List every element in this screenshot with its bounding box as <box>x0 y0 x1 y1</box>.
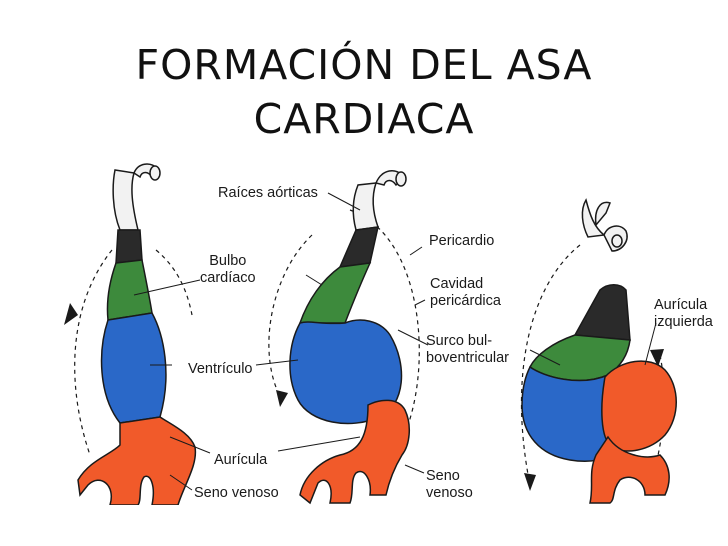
leader-auricula <box>169 436 211 454</box>
leader-auricula-izq <box>644 322 657 366</box>
leader-seno <box>169 474 193 491</box>
bulbus-cordis-segment-2 <box>298 262 372 324</box>
aortic-root-3 <box>352 182 380 231</box>
aortic-root-opening-2 <box>395 171 407 187</box>
title-line-2: CARDIACA <box>253 95 475 143</box>
rotation-arrow-icon-3 <box>524 473 536 491</box>
leader-auricula-2 <box>277 436 361 452</box>
label-auricula: Aurícula <box>214 452 268 468</box>
bulbus-black-band <box>115 229 143 264</box>
leader-surco-3 <box>529 349 561 366</box>
stage-3-heart-loop <box>520 198 677 504</box>
leader-raices <box>327 192 361 211</box>
heart-loop-illustration: Raíces aórticas Bulbo cardíaco Ventrícul… <box>60 155 728 505</box>
ventricle-segment <box>100 312 167 424</box>
leader-cavidad <box>414 299 426 306</box>
heart-loop-drawing <box>64 163 677 505</box>
rotation-arrow-icon-4 <box>650 349 664 367</box>
rotation-arrow-icon-2 <box>276 390 288 407</box>
rotation-arrow-icon <box>64 303 78 325</box>
ventricle-segment-2 <box>289 319 403 425</box>
slide-title: FORMACIÓN DEL ASA CARDIACA <box>0 38 728 146</box>
aortic-root-6 <box>594 201 612 227</box>
leader-ventriculo-2 <box>255 359 299 366</box>
aortic-root-5 <box>581 198 606 238</box>
rotation-arc-dashed-right <box>155 249 193 316</box>
rotation-arc-dashed <box>74 249 113 456</box>
label-auricula-izquierda: Aurícula izquierda <box>654 297 713 330</box>
stage-1-heart-tube <box>64 163 211 505</box>
bulbus-black-band-3 <box>573 284 631 341</box>
atrium-sinus-segment-2 <box>299 399 410 505</box>
rotation-arc-dashed-3 <box>520 244 581 486</box>
leader-seno-2 <box>404 464 425 474</box>
leader-bulbo <box>133 279 201 296</box>
label-cavidad-pericardica: Cavidad pericárdica <box>430 276 501 309</box>
leader-surco <box>397 329 429 346</box>
label-seno-venoso-2: Seno venoso <box>426 468 473 501</box>
stage-2-heart-tube <box>255 170 429 505</box>
leader-bulbo-2 <box>305 274 323 286</box>
label-surco-bulboventricular: Surco bul- boventricular <box>426 333 510 366</box>
rotation-arc-dashed-2 <box>268 234 313 401</box>
label-seno-venoso: Seno venoso <box>194 485 279 501</box>
label-bulbo-cardiaco: Bulbo cardíaco <box>200 253 256 286</box>
aortic-root-opening-3 <box>611 234 623 248</box>
label-raices-aorticas: Raíces aórticas <box>218 185 318 201</box>
atrium-sinus-segment <box>77 416 197 505</box>
bulbus-cordis-segment <box>106 259 153 321</box>
aortic-root-1 <box>112 169 139 231</box>
title-line-1: FORMACIÓN DEL ASA <box>135 41 593 89</box>
label-pericardio: Pericardio <box>429 233 495 249</box>
leader-pericardio <box>409 246 423 256</box>
sinus-venosus-segment-3 <box>589 435 670 504</box>
label-ventriculo: Ventrículo <box>188 361 253 377</box>
left-atrium-segment <box>601 360 677 452</box>
bulbus-black-band-2 <box>338 226 379 268</box>
aortic-root-opening <box>149 165 161 181</box>
